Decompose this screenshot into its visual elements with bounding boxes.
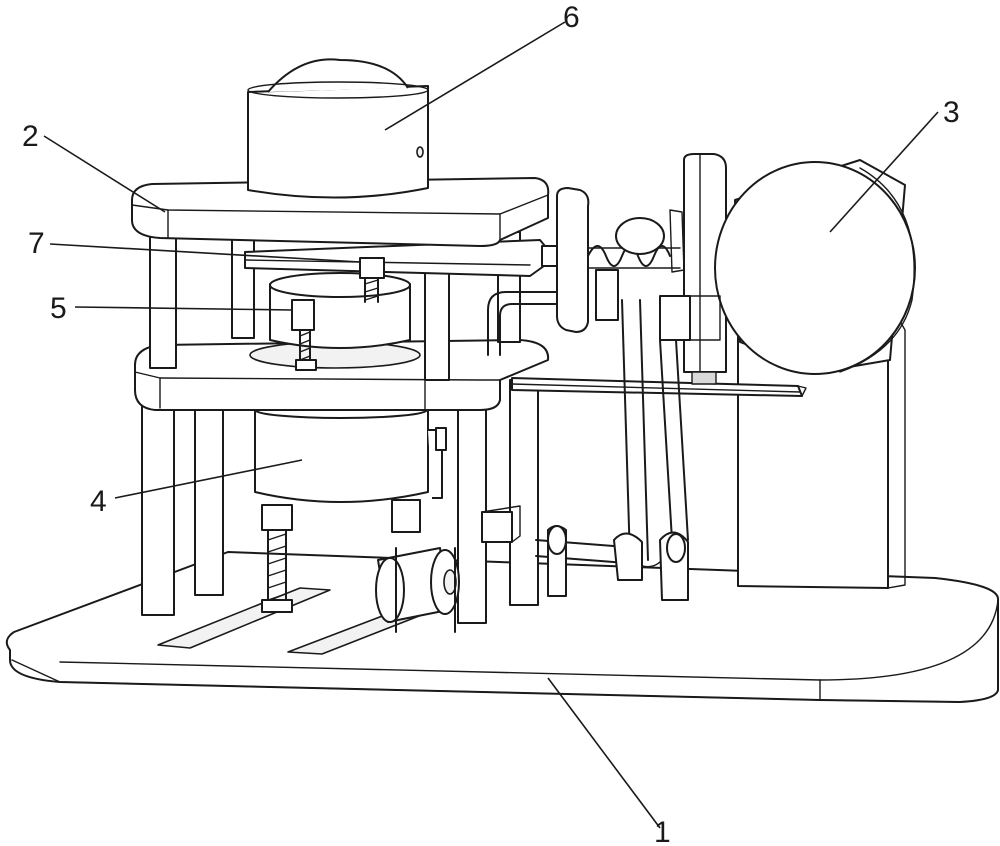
lower-roller (375, 547, 460, 633)
base-plate (5, 551, 999, 703)
motor-bracket (659, 295, 721, 341)
cam-plate (556, 187, 590, 333)
leader-lines (43, 21, 939, 829)
top-plate (131, 177, 550, 247)
tall-plate (683, 153, 727, 373)
lower-cylinder (254, 401, 447, 503)
callout-7: 7 (28, 227, 45, 260)
pipe (487, 245, 619, 356)
motor-disk (714, 159, 916, 375)
callout-6: 6 (563, 1, 580, 34)
lower-legs (141, 379, 539, 624)
horizontal-rail (511, 371, 807, 397)
callout-3: 3 (943, 96, 960, 129)
middle-plate (134, 339, 550, 411)
callout-4: 4 (90, 485, 107, 518)
lower-shaft (535, 525, 689, 601)
spring-shaft (587, 209, 685, 273)
clamp-screw (291, 299, 317, 371)
small-bracket (481, 505, 521, 543)
top-hopper (247, 58, 429, 199)
callout-2: 2 (22, 120, 39, 153)
callout-1: 1 (654, 816, 671, 846)
lower-screw (261, 499, 421, 613)
callout-5: 5 (50, 292, 67, 325)
